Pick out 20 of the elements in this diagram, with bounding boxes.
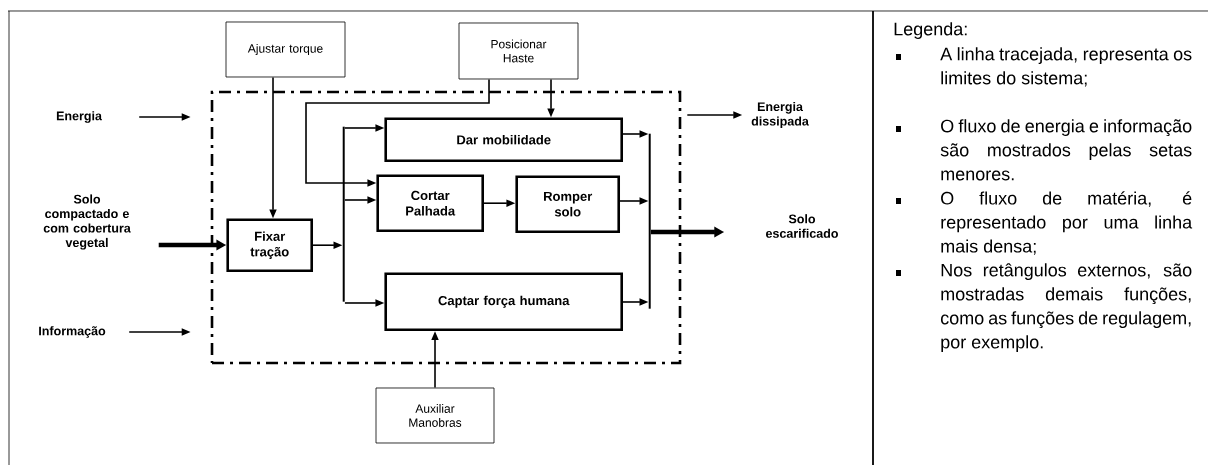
flow-label: Energia (56, 111, 102, 123)
function-box: Dar mobilidade (384, 117, 623, 162)
legend-note: O fluxo de energia e informação são mostrados pelas setas menores. (940, 119, 1192, 181)
flow-label: Informação (39, 326, 106, 338)
legend-note: Nos retângulos externos, são mostradas demais funções, como as funções de regulagem, por exemplo. (940, 263, 1192, 353)
system-boundary (210, 90, 682, 365)
flow-label: Solo escarificado (766, 214, 838, 238)
legend-note: O fluxo de matéria, é representado por uma linha mais densa; (941, 191, 1193, 255)
flow-label: Energia dissipada (751, 101, 809, 129)
function-box: Captar força humana (384, 272, 623, 331)
function-box: Posicionar Haste (458, 22, 579, 80)
arrow (305, 78, 490, 187)
legend-heading: Legenda: (894, 22, 967, 39)
function-box: Ajustar torque (225, 21, 346, 78)
function-box: Cortar Palhada (376, 174, 484, 232)
legend-note: A linha tracejada, representa os limites do sistema; (940, 47, 1192, 87)
function-box: Fixar tração (226, 218, 313, 272)
function-box: Romper solo (515, 175, 620, 233)
flow-label: Solo compactado e com cobertura vegetal (43, 194, 131, 250)
function-box: Auxiliar Manobras (375, 387, 495, 444)
